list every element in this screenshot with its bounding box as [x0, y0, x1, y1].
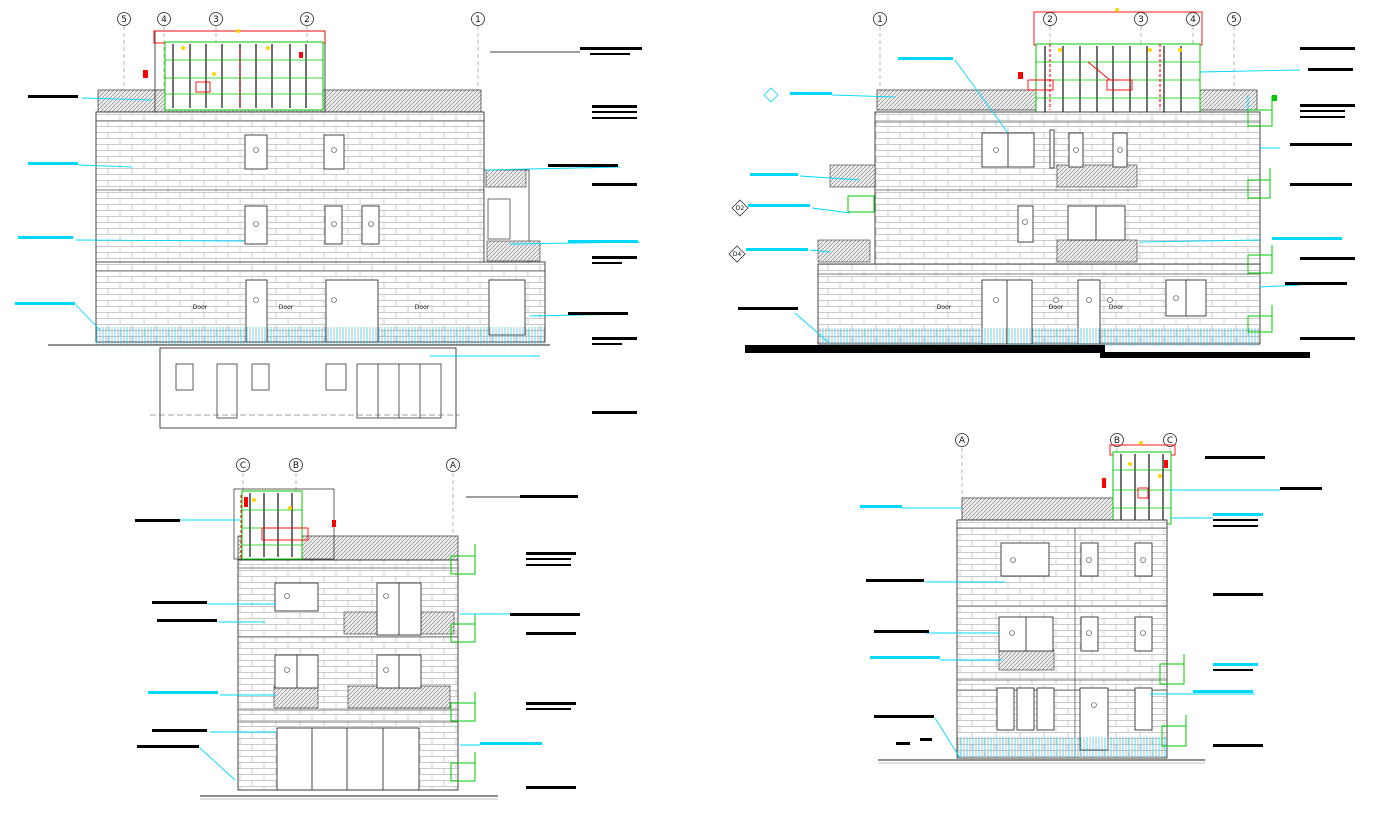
ground-railing [957, 737, 1167, 757]
svg-text:4: 4 [1190, 15, 1196, 25]
green-callouts [1159, 654, 1187, 747]
svg-text:Door: Door [279, 304, 294, 311]
level-markers [738, 47, 1355, 340]
svg-text:A: A [959, 436, 966, 446]
door-signs: Door Door Door [193, 304, 430, 311]
grid-bubble-5: 5 [1227, 12, 1241, 26]
svg-text:C: C [240, 461, 246, 471]
roof-structure-highlight [233, 488, 336, 560]
svg-text:B: B [293, 461, 299, 471]
leader-lines [794, 59, 1301, 343]
window-knobs [284, 593, 389, 673]
grid-bubble-a: A [446, 458, 460, 472]
grid-bubble-4: 4 [157, 12, 171, 26]
window-knobs [253, 147, 374, 303]
svg-text:3: 3 [1138, 15, 1144, 25]
roof-structure-highlight [143, 29, 326, 118]
green-callouts [847, 96, 1273, 333]
svg-text:Door: Door [1109, 304, 1124, 311]
svg-text:2: 2 [304, 15, 310, 25]
svg-text:B: B [1114, 436, 1120, 446]
grid-bubble-c: C [1163, 433, 1177, 447]
svg-text:A: A [450, 461, 457, 471]
roof-structure-highlight [1018, 8, 1277, 117]
ground-railing [96, 327, 545, 345]
side-elevation-right: A B C [860, 433, 1322, 764]
svg-text:4: 4 [161, 15, 167, 25]
grid-bubble-b: B [1110, 433, 1124, 447]
tag-diamonds [728, 87, 779, 263]
svg-text:Door: Door [937, 304, 952, 311]
svg-text:5: 5 [1231, 15, 1237, 25]
window-knobs [1009, 557, 1146, 708]
grid-bubble-b: B [289, 458, 303, 472]
grid-bubble-3: 3 [209, 12, 223, 26]
svg-text:1: 1 [475, 15, 481, 25]
level-markers [15, 47, 642, 414]
facade-upper [95, 111, 485, 263]
ground-railing [818, 328, 1260, 346]
tag-d2: D2 [736, 205, 745, 212]
grid-bubble-1: 1 [471, 12, 485, 26]
facade-upper [874, 111, 1261, 265]
rear-windows [981, 129, 1207, 345]
leader-lines [180, 519, 510, 781]
front-elevation: 5 4 3 2 1 [15, 12, 642, 429]
roof-structure-highlight [1102, 441, 1176, 525]
svg-text:1: 1 [877, 15, 883, 25]
side-elevation-left: C B A [135, 458, 580, 800]
svg-text:2: 2 [1047, 15, 1053, 25]
grid-bubble-c: C [236, 458, 250, 472]
svg-text:Door: Door [1049, 304, 1064, 311]
facade [956, 519, 1168, 759]
grid-bubble-1: 1 [873, 12, 887, 26]
rear-elevation: 1 2 3 4 5 [728, 8, 1355, 358]
grid-bubble-3: 3 [1134, 12, 1148, 26]
svg-text:Door: Door [193, 304, 208, 311]
tag-d4: D4 [733, 251, 742, 258]
level-markers [860, 456, 1322, 747]
svg-text:3: 3 [213, 15, 219, 25]
leader-lines [902, 489, 1280, 759]
ground-slab [745, 345, 1105, 353]
grid-bubble-2: 2 [300, 12, 314, 26]
side-left-windows [274, 582, 422, 791]
window-knobs [993, 147, 1179, 303]
green-callouts [450, 544, 476, 782]
basement-windows [175, 363, 442, 419]
grid-bubble-2: 2 [1043, 12, 1057, 26]
grid-bubble-4: 4 [1186, 12, 1200, 26]
level-markers [135, 495, 580, 789]
svg-text:5: 5 [121, 15, 127, 25]
svg-text:C: C [1167, 436, 1173, 446]
svg-text:Door: Door [415, 304, 430, 311]
entry-steps [896, 738, 932, 745]
grid-bubble-5: 5 [117, 12, 131, 26]
door-signs: Door Door Door [937, 304, 1124, 311]
grid-bubble-a: A [955, 433, 969, 447]
